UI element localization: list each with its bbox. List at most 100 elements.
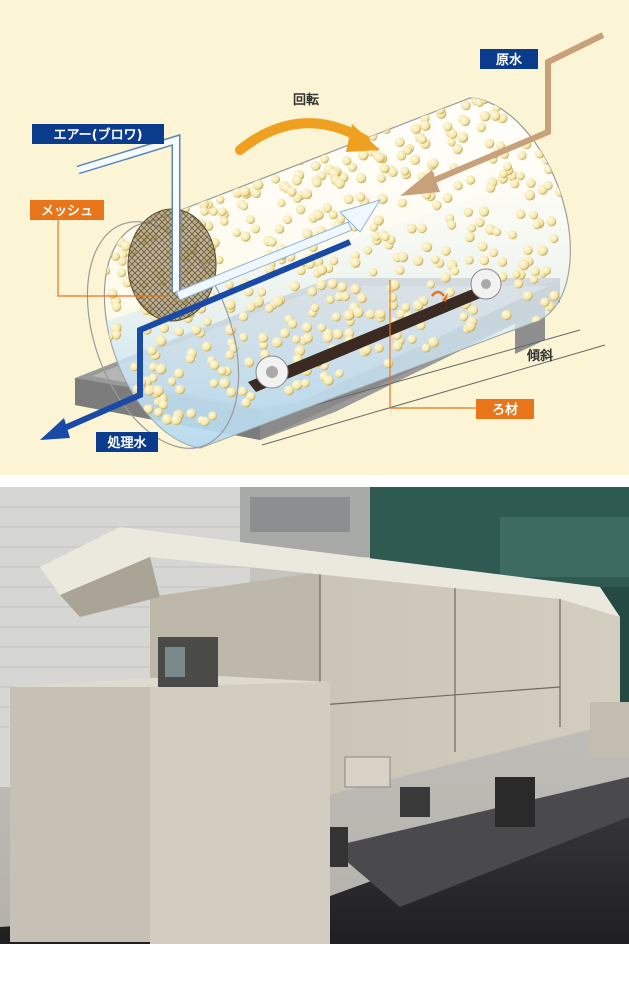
- filter-media-bead: [232, 228, 241, 237]
- filter-media-bead: [245, 215, 255, 224]
- filter-media-bead: [148, 373, 158, 383]
- filter-media-bead: [447, 138, 456, 147]
- filter-media-bead: [143, 404, 154, 414]
- label-incline: 傾斜: [526, 348, 553, 364]
- svg-text:回転: 回転: [293, 92, 319, 108]
- filter-media-bead: [323, 375, 334, 386]
- label-mesh: メッシュ: [30, 200, 104, 220]
- filter-media-bead: [477, 241, 488, 252]
- filter-media-bead: [389, 279, 400, 291]
- leader-lines: [57, 218, 476, 409]
- filter-media-bead: [343, 309, 355, 321]
- filter-media-bead: [267, 237, 277, 247]
- filter-media-bead: [417, 223, 427, 234]
- filter-media-bead: [343, 194, 354, 205]
- air-blower-pipe: [76, 133, 382, 301]
- filter-media-bead: [387, 293, 398, 303]
- svg-text:原水: 原水: [496, 52, 523, 68]
- filter-media-bead: [289, 280, 301, 292]
- filter-media-bead: [465, 175, 476, 185]
- filter-media-bead: [117, 250, 127, 260]
- filter-media-bead: [357, 149, 369, 161]
- filter-media-bead: [236, 176, 245, 186]
- filter-media-bead: [350, 251, 360, 261]
- filter-media-bead: [130, 362, 139, 372]
- filter-media-bead: [302, 332, 313, 344]
- filter-media-bead: [316, 264, 327, 276]
- filter-media-bead: [201, 341, 212, 352]
- label-air-blower: エアー(ブロワ): [32, 124, 164, 144]
- filter-media-bead: [374, 152, 385, 163]
- filter-media-bead: [158, 400, 168, 410]
- filter-media-bead: [301, 322, 313, 333]
- filter-media-bead: [337, 282, 348, 292]
- label-raw-water: 原水: [480, 49, 538, 69]
- filter-media-bead: [450, 266, 460, 276]
- filter-media-bead: [533, 98, 543, 102]
- filter-media-bead: [209, 378, 219, 388]
- filter-media-bead: [507, 82, 517, 92]
- filter-media-bead: [217, 366, 227, 376]
- filter-media-bead: [546, 216, 557, 227]
- filter-media-bead: [464, 255, 474, 265]
- filter-media-bead: [460, 100, 471, 111]
- filter-media-bead: [445, 287, 455, 297]
- filter-media-bead: [246, 391, 256, 401]
- svg-text:ろ材: ろ材: [492, 402, 518, 418]
- filter-media-bead: [258, 332, 269, 343]
- filter-media-bead: [111, 252, 120, 261]
- filter-media-bead: [524, 189, 536, 201]
- filter-media-bead: [331, 312, 341, 322]
- filter-media-bead: [161, 414, 173, 425]
- filter-media-bead: [175, 384, 185, 395]
- filter-media-bead: [326, 295, 335, 304]
- filter-media-bead: [301, 188, 313, 200]
- filter-media-bead: [241, 398, 251, 408]
- filter-media-bead: [209, 360, 220, 370]
- filter-media-bead: [93, 293, 102, 302]
- filter-media-bead: [104, 255, 106, 266]
- filter-media-bead: [388, 167, 398, 178]
- filter-media-bead: [279, 328, 290, 339]
- filter-media-bead: [479, 111, 491, 122]
- filter-media-bead: [379, 163, 390, 174]
- filter-media-bead: [544, 164, 554, 175]
- filter-media-bead: [320, 154, 329, 164]
- filter-media-bead: [395, 265, 405, 275]
- filter-media-bead: [513, 98, 523, 100]
- filter-media-bead: [420, 120, 431, 131]
- filter-media-bead: [200, 416, 210, 427]
- filter-media-bead: [356, 173, 367, 184]
- filter-media-bead: [532, 98, 542, 107]
- filter-media-bead: [513, 279, 524, 289]
- filter-media-bead: [464, 232, 475, 243]
- filter-media-bead: [118, 257, 127, 266]
- rotation-arrow: [235, 118, 380, 155]
- filter-media-bead: [352, 307, 364, 318]
- filter-media-bead: [440, 272, 451, 283]
- filter-media-bead: [185, 353, 195, 364]
- filter-media-bead: [317, 323, 327, 332]
- filter-media-bead: [301, 378, 310, 388]
- filter-media-bead: [302, 228, 313, 240]
- filter-media-bead: [315, 279, 327, 291]
- filter-media-bead: [88, 235, 96, 243]
- filter-media-bead: [406, 223, 417, 234]
- filter-media-bead: [224, 280, 234, 290]
- filter-media-bead: [555, 187, 565, 198]
- filter-media-bead: [239, 186, 251, 197]
- filter-media-bead: [467, 223, 477, 233]
- filter-media-bead: [111, 302, 122, 312]
- filter-media-bead: [535, 78, 544, 87]
- filter-media-bead: [277, 198, 286, 207]
- rotating-drum-filter-diagram: 原水 回転 エアー(ブロワ) メッシュ 傾斜 ろ材 処理水: [0, 0, 629, 475]
- filter-media-bead: [120, 240, 131, 251]
- filter-media-bead: [219, 377, 231, 389]
- filter-media-bead: [442, 193, 453, 203]
- filter-media-bead: [453, 181, 463, 191]
- svg-text:メッシュ: メッシュ: [41, 204, 93, 219]
- filter-media-bead: [344, 328, 355, 339]
- filter-media-bead: [441, 246, 451, 256]
- filter-media-bead: [381, 125, 391, 134]
- filter-media-bead: [532, 75, 541, 84]
